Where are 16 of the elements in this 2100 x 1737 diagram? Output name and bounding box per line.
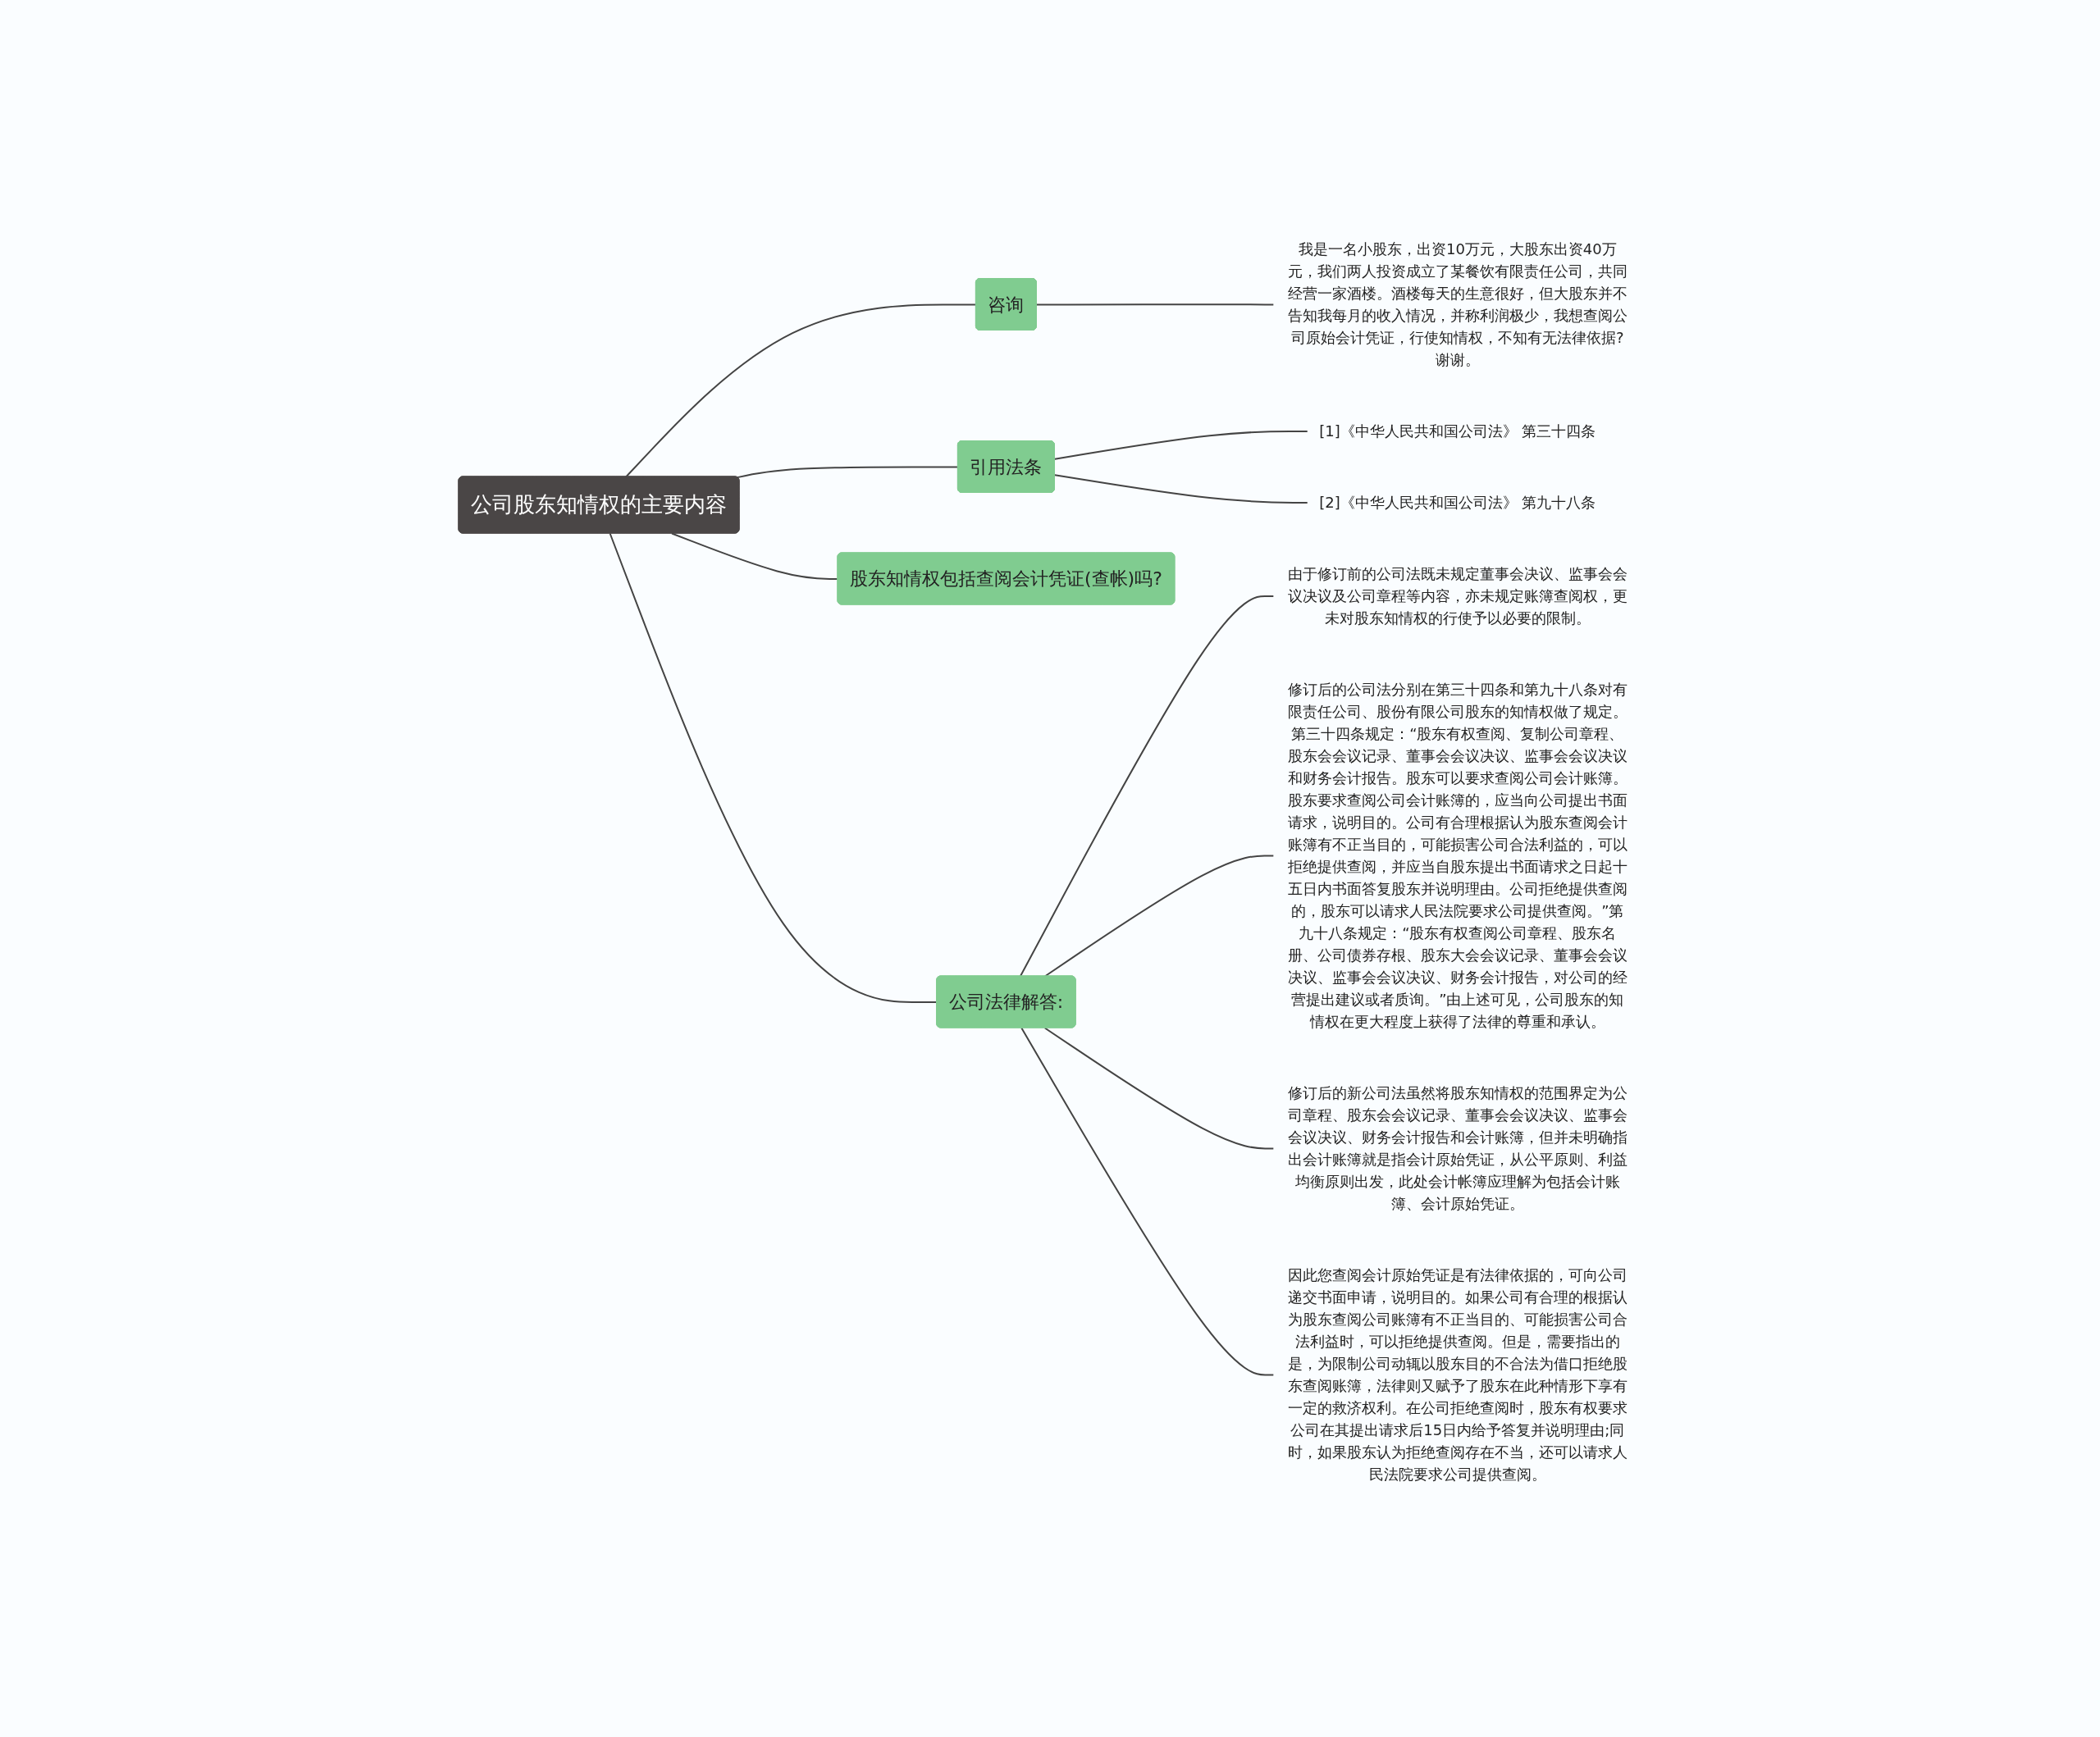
node-text: 我是一名小股东，出资10万元，大股东出资40万元，我们两人投资成立了某餐饮有限责任公司，共同经营一家酒楼。酒楼每天的生意很好，但大股东并不告知我每月的收入情况，并称利润极少，我想查阅公司原始会计凭证，行使知情权，不知有无法律依据?谢谢。 xyxy=(1287,239,1628,368)
connector xyxy=(736,465,959,478)
connector xyxy=(1019,595,1274,977)
connector xyxy=(1053,473,1308,504)
node-text: 修订后的新公司法虽然将股东知情权的范围界定为公司章程、股东会会议记录、董事会会议决议、监事会会议决议、财务会计报告和会计账簿，但并未明确指出会计账簿就是指会计原始凭证，从公平原则、利益均衡原则出发，此处会计帐簿应理解为包括会计账簿、会计原始凭证。 xyxy=(1287,1083,1628,1212)
connector xyxy=(1053,430,1308,460)
node-text: 修订后的公司法分别在第三十四条和第九十八条对有限责任公司、股份有限公司股东的知情权做了规定。第三十四条规定：“股东有权查阅、复制公司章程、股东会会议记录、董事会会议决议、监事会会议决议和财务会计报告。股东可以要求查阅公司会计账簿。股东要求查阅公司会计账簿的，应当向公司提出书面请求，说明目的。公司有合理根据认为股东查阅会计账簿有不正当目的，可能损害公司合法利益的，可以拒绝提供查阅，并应当自股东提出书面请求之日起十五日内书面答复股东并说明理由。公司拒绝提供查阅的，股东可以请求人民法院要求公司提供查阅。”第九十八条规定：“股东有权查阅公司章程、股东名册、公司债券存根、股东大会会议记录、董事会会议决议、监事会会议决议、财务会计报告，对公司的经营提出建议或者质询。”由上述可见，公司股东的知情权在更大程度上获得了法律的尊重和承认。 xyxy=(1287,680,1628,1030)
connector xyxy=(1043,1027,1274,1149)
connector xyxy=(624,303,977,477)
connector xyxy=(609,532,938,1003)
node-text: [1]《中华人民共和国公司法》 第三十四条 xyxy=(1318,422,1596,440)
node-text: 由于修订前的公司法既未规定董事会决议、监事会会议决议及公司章程等内容，亦未规定账簿查阅权，更未对股东知情权的行使予以必要的限制。 xyxy=(1287,564,1628,627)
node-text: [2]《中华人民共和国公司法》 第九十八条 xyxy=(1318,493,1596,511)
connector xyxy=(1020,1027,1274,1375)
node-text: 因此您查阅会计原始凭证是有法律依据的，可向公司递交书面申请，说明目的。如果公司有合理的根据认为股东查阅公司账簿有不正当目的、可能损害公司合法利益时，可以拒绝提供查阅。但是，需要指出的是，为限制公司动辄以股东目的不合法为借口拒绝股东查阅账簿，法律则又赋予了股东在此种情形下享有一定的救济权利。在公司拒绝查阅时，股东有权要求公司在其提出请求后15日内给予答复并说明理由;同时，如果股东认为拒绝查阅存在不当，还可以请求人民法院要求公司提供查阅。 xyxy=(1287,1265,1628,1483)
connector xyxy=(1035,303,1274,305)
